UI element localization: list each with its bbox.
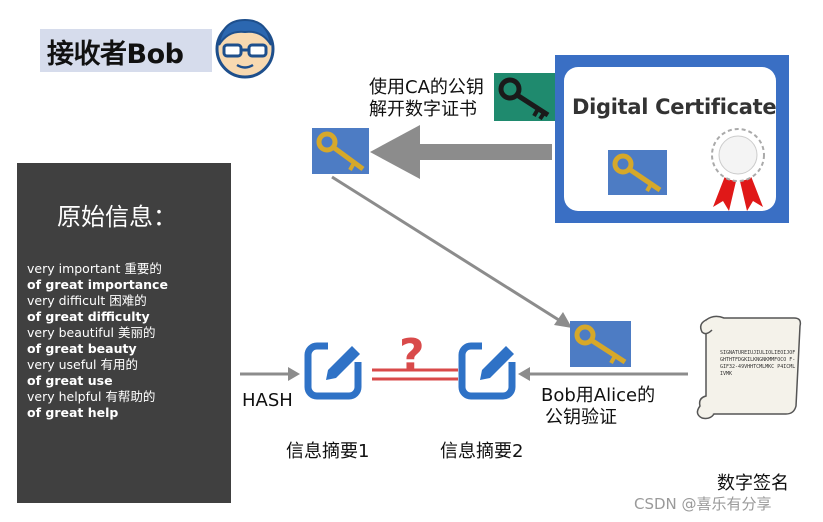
compare-equals-lines — [372, 368, 458, 381]
bob-avatar-icon — [215, 18, 275, 79]
ca-decrypt-label: 使用CA的公钥 解开数字证书 — [369, 77, 484, 121]
verify-arrow — [518, 367, 688, 381]
original-message-item: of great help — [27, 405, 119, 420]
certificate-seal-icon — [711, 128, 765, 211]
digest-1-label: 信息摘要1 — [286, 441, 370, 462]
original-message-item: very helpful 有帮助的 — [27, 389, 156, 404]
digital-signature-label: 数字签名 — [717, 473, 789, 494]
compare-question-mark: ? — [399, 330, 425, 381]
verify-label: Bob用Alice的 公钥验证 — [541, 385, 655, 429]
page-title: 接收者Bob — [47, 39, 184, 70]
digest-2-edit-icon — [458, 340, 518, 400]
hash-label: HASH — [242, 390, 293, 411]
original-message-item: very difficult 困难的 — [27, 293, 147, 308]
key-transfer-arrow — [331, 175, 572, 328]
hash-arrow — [240, 367, 300, 381]
original-message-panel — [17, 163, 231, 503]
certificate-title: Digital Certificate — [572, 95, 777, 119]
decrypt-arrow — [370, 125, 552, 179]
verify-line1: Bob用Alice的 — [541, 385, 656, 406]
digital-signature-scroll-icon — [696, 315, 802, 420]
certificate-key-icon — [608, 150, 667, 195]
original-message-item: very useful 有用的 — [27, 357, 138, 372]
digest-1-edit-icon — [304, 340, 364, 400]
original-message-item: very beautiful 美丽的 — [27, 325, 156, 340]
original-message-item: of great use — [27, 373, 113, 388]
original-message-item: of great importance — [27, 277, 168, 292]
digest-2-label: 信息摘要2 — [440, 441, 524, 462]
original-message-title: 原始信息： — [57, 203, 177, 231]
original-message-item: very important 重要的 — [27, 261, 162, 276]
ca-public-key-icon — [494, 73, 555, 121]
watermark: CSDN @喜乐有分享 — [634, 495, 772, 513]
ca-decrypt-line2: 解开数字证书 — [369, 99, 477, 120]
verify-key-icon — [570, 321, 631, 367]
original-message-item: of great difficulty — [27, 309, 150, 324]
ca-decrypt-line1: 使用CA的公钥 — [369, 77, 484, 98]
alice-public-key-icon — [312, 128, 369, 174]
signature-scroll-text: SIGNATUREIUJIULIOLIEOIJOF GHTHTFDGKILKNG… — [720, 350, 796, 377]
verify-line2: 公钥验证 — [545, 407, 617, 428]
original-message-item: of great beauty — [27, 341, 137, 356]
title-background — [40, 29, 212, 72]
